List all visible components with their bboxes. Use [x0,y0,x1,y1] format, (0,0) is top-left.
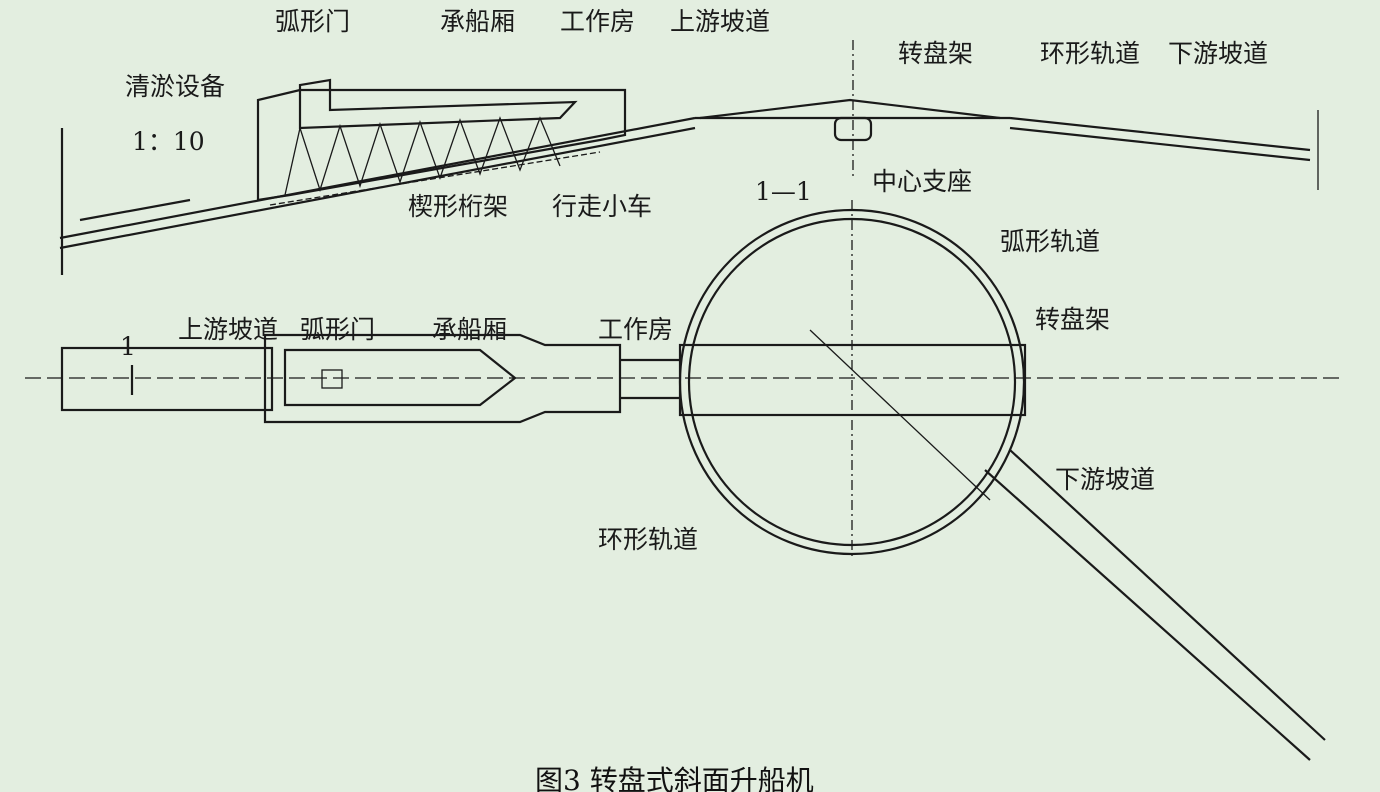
label-center-support: 中心支座 [872,167,972,196]
label-plan-work-house: 工作房 [598,315,673,344]
downstream-slope-line [1009,116,1311,152]
plan-view: 1 上游坡道 弧形门 承船厢 工作房 弧形轨道 转盘架 下游坡道 环形轨道 [25,200,1340,761]
label-arc-track: 弧形轨道 [1000,227,1100,256]
label-sediment-equipment: 清淤设备 [125,72,225,101]
label-plan-arc-gate: 弧形门 [300,315,375,344]
downstream-slope-line-lower [1009,126,1311,162]
ship-shape [298,78,578,130]
label-plan-ship-chamber: 承船厢 [432,315,507,344]
slope-arrow [79,198,191,222]
label-plan-upstream-ramp: 上游坡道 [178,315,278,344]
label-arc-gate: 弧形门 [275,7,350,36]
turntable-frame-shape [699,98,1001,120]
label-plan-turntable-frame: 转盘架 [1035,305,1110,334]
label-plan-ring-track: 环形轨道 [598,525,698,554]
diagonal-axis [809,329,991,501]
label-wedge-truss: 楔形桁架 [408,192,508,221]
upstream-ramp-shape [60,346,274,412]
label-work-house: 工作房 [560,7,635,36]
profile-view: 弧形门 承船厢 工作房 上游坡道 清淤设备 1：10 楔形桁架 行走小车 转盘架… [59,7,1319,275]
label-ring-track: 环形轨道 [1040,39,1140,68]
wedge-truss-shape [284,116,561,196]
chamber-plan-shape [263,333,622,424]
label-downstream-ramp: 下游坡道 [1168,39,1268,68]
label-plan-downstream-ramp: 下游坡道 [1055,465,1155,494]
carriage-wheels [269,151,601,206]
work-house-shape [321,369,343,389]
label-carriage: 行走小车 [552,192,652,221]
label-upstream-ramp: 上游坡道 [670,7,770,36]
label-slope: 1：10 [132,127,205,156]
upstream-slope-line [59,116,696,240]
label-section-mark: 1 [120,332,136,361]
label-section: 1—1 [755,177,812,206]
label-turntable-frame: 转盘架 [898,39,973,68]
downstream-ramp-plan [984,449,1326,761]
figure-caption: 图3 转盘式斜面升船机 [535,764,814,792]
ship-plan-shape [283,348,517,407]
label-ship-chamber: 承船厢 [440,7,515,36]
chamber-outline [256,88,627,202]
